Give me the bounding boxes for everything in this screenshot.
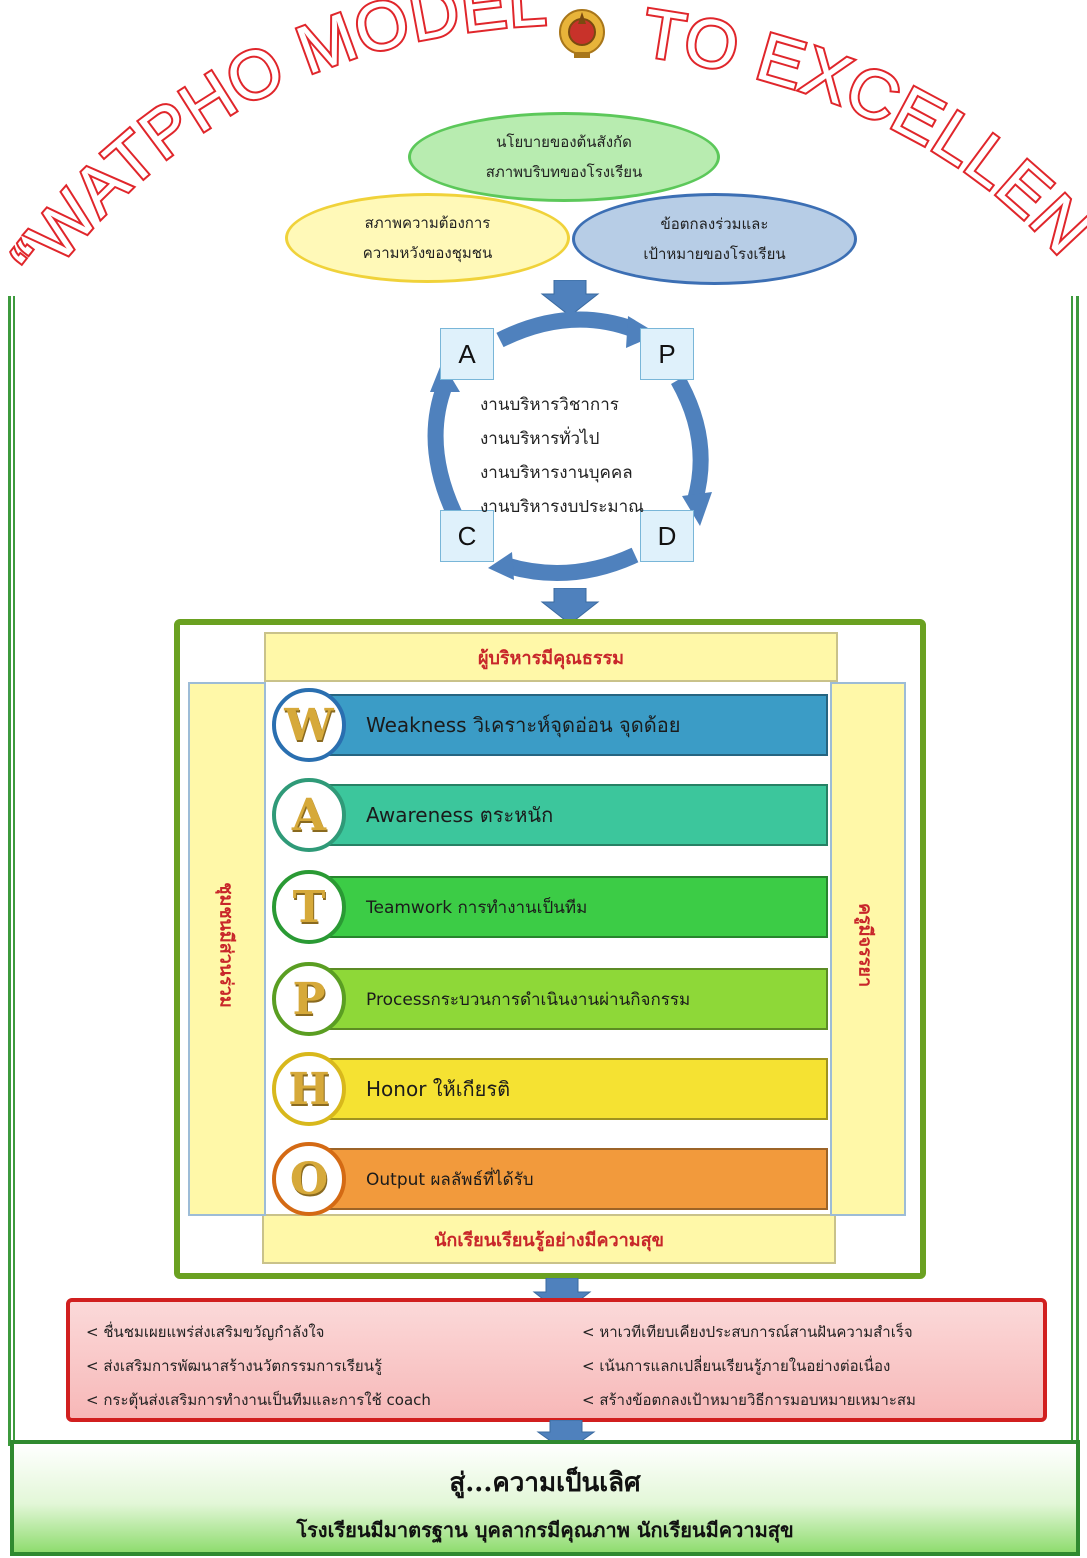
down-arrow-icon xyxy=(540,280,600,316)
watpho-row-weakness: Weakness วิเคราะห์จุดอ่อน จุดด้อย W xyxy=(272,688,830,762)
pdca-task-general: งานบริหารทั่วไป xyxy=(480,429,600,449)
pdca-box-c: C xyxy=(440,510,494,562)
input-ellipse-community-line2: ความหวังของชุมชน xyxy=(362,244,493,262)
watpho-row-teamwork: Teamwork การทำงานเป็นทีม T xyxy=(272,870,830,944)
watpho-text-teamwork: Teamwork การทำงานเป็นทีม xyxy=(366,897,588,918)
watpho-text-honor: Honor ให้เกียรติ xyxy=(366,1077,511,1101)
watpho-row-output: Output ผลลัพธ์ที่ได้รับ O xyxy=(272,1142,830,1216)
watpho-letter-p: P xyxy=(292,973,326,1025)
frame-top-label-box: ผู้บริหารมีคุณธรรม xyxy=(264,632,838,682)
school-emblem-icon xyxy=(559,9,605,58)
pdca-cycle-arrows xyxy=(427,311,712,581)
pdca-box-d: D xyxy=(640,510,694,562)
watpho-bar-honor: Honor ให้เกียรติ xyxy=(312,1058,828,1120)
watpho-bar-process: Processกระบวนการดำเนินงานผ่านกิจกรรม xyxy=(312,968,828,1030)
outer-frame-right-line xyxy=(1076,296,1079,1446)
pdca-task-academic: งานบริหารวิชาการ xyxy=(480,395,619,415)
watpho-text-process: Processกระบวนการดำเนินงานผ่านกิจกรรม xyxy=(366,989,691,1010)
frame-left-label: ชุมชนมีส่วนร่วม xyxy=(215,882,237,1008)
input-ellipse-agreement-line1: ข้อตกลงร่วมและ xyxy=(660,215,769,233)
strategy-right-1: < หาเวทีเทียบเคียงประสบการณ์สานฝันความสำ… xyxy=(582,1323,913,1341)
frame-right-label: ครูมีจรรยา xyxy=(854,902,876,988)
pdca-label-p: P xyxy=(658,338,676,369)
frame-right-band xyxy=(830,682,906,1216)
frame-bottom-label-box: นักเรียนเรียนรู้อย่างมีความสุข xyxy=(262,1214,836,1264)
input-ellipse-agreement-line2: เป้าหมายของโรงเรียน xyxy=(643,245,786,263)
watpho-text-output: Output ผลลัพธ์ที่ได้รับ xyxy=(366,1169,534,1190)
watpho-text-weakness: Weakness วิเคราะห์จุดอ่อน จุดด้อย xyxy=(366,713,681,737)
letter-o-icon: O xyxy=(272,1142,346,1216)
strategy-right-3: < สร้างข้อตกลงเป้าหมายวิธีการมอบหมายเหมา… xyxy=(582,1391,916,1409)
letter-h-icon: H xyxy=(272,1052,346,1126)
frame-bottom-label: นักเรียนเรียนรู้อย่างมีความสุข xyxy=(434,1229,664,1251)
watpho-bar-output: Output ผลลัพธ์ที่ได้รับ xyxy=(312,1148,828,1210)
outcome-box xyxy=(10,1440,1080,1556)
watpho-letter-a: A xyxy=(291,789,327,841)
down-arrow-icon xyxy=(540,588,600,624)
pdca-task-budget: งานบริหารงบประมาณ xyxy=(480,497,644,517)
pdca-label-d: D xyxy=(657,520,677,551)
letter-p-icon: P xyxy=(272,962,346,1036)
watpho-row-awareness: Awareness ตระหนัก A xyxy=(272,778,830,852)
watpho-row-process: Processกระบวนการดำเนินงานผ่านกิจกรรม P xyxy=(272,962,830,1036)
letter-w-icon: W xyxy=(272,688,346,762)
frame-top-label: ผู้บริหารมีคุณธรรม xyxy=(477,647,625,669)
outer-frame-right-line-inner xyxy=(1071,296,1073,1446)
watpho-letter-t: T xyxy=(292,881,326,933)
outer-frame-left-line-inner xyxy=(13,296,15,1446)
outcome-subheading: โรงเรียนมีมาตรฐาน บุคลากรมีคุณภาพ นักเรี… xyxy=(296,1518,794,1542)
input-ellipse-policy-line2: สภาพบริบทของโรงเรียน xyxy=(485,163,643,181)
watpho-row-honor: Honor ให้เกียรติ H xyxy=(272,1052,830,1126)
letter-t-icon: T xyxy=(272,870,346,944)
strategy-right-2: < เน้นการแลกเปลี่ยนเรียนรู้ภายในอย่างต่อ… xyxy=(582,1357,891,1375)
watpho-bar-weakness: Weakness วิเคราะห์จุดอ่อน จุดด้อย xyxy=(312,694,828,756)
input-ellipse-community: สภาพความต้องการ ความหวังของชุมชน xyxy=(285,193,570,283)
watpho-letter-h: H xyxy=(288,1063,330,1115)
input-ellipse-community-line1: สภาพความต้องการ xyxy=(364,214,491,232)
strategy-left-2: < ส่งเสริมการพัฒนาสร้างนวัตกรรมการเรียนร… xyxy=(86,1357,383,1375)
watpho-text-awareness: Awareness ตระหนัก xyxy=(366,803,554,827)
watpho-bar-awareness: Awareness ตระหนัก xyxy=(312,784,828,846)
frame-left-band xyxy=(188,682,266,1216)
outer-frame-left-line xyxy=(8,296,11,1446)
pdca-label-a: A xyxy=(458,338,476,369)
strategy-left-3: < กระตุ้นส่งเสริมการทำงานเป็นทีมและการใช… xyxy=(86,1391,431,1409)
input-ellipse-policy: นโยบายของต้นสังกัด สภาพบริบทของโรงเรียน xyxy=(408,112,720,202)
strategy-left-1: < ชื่นชมเผยแพร่ส่งเสริมขวัญกำลังใจ xyxy=(86,1323,325,1341)
pdca-task-personnel: งานบริหารงานบุคคล xyxy=(480,463,633,483)
pdca-box-a: A xyxy=(440,328,494,380)
watpho-letter-o: O xyxy=(289,1153,329,1205)
watpho-letter-w: W xyxy=(284,699,334,751)
letter-a-icon: A xyxy=(272,778,346,852)
input-ellipse-agreement: ข้อตกลงร่วมและ เป้าหมายของโรงเรียน xyxy=(572,193,857,285)
input-ellipse-policy-line1: นโยบายของต้นสังกัด xyxy=(496,133,632,151)
outcome-heading: สู่...ความเป็นเลิศ xyxy=(449,1468,641,1498)
pdca-box-p: P xyxy=(640,328,694,380)
watpho-bar-teamwork: Teamwork การทำงานเป็นทีม xyxy=(312,876,828,938)
pdca-label-c: C xyxy=(457,520,477,551)
pdca-task-list: งานบริหารวิชาการ งานบริหารทั่วไป งานบริห… xyxy=(480,388,644,524)
